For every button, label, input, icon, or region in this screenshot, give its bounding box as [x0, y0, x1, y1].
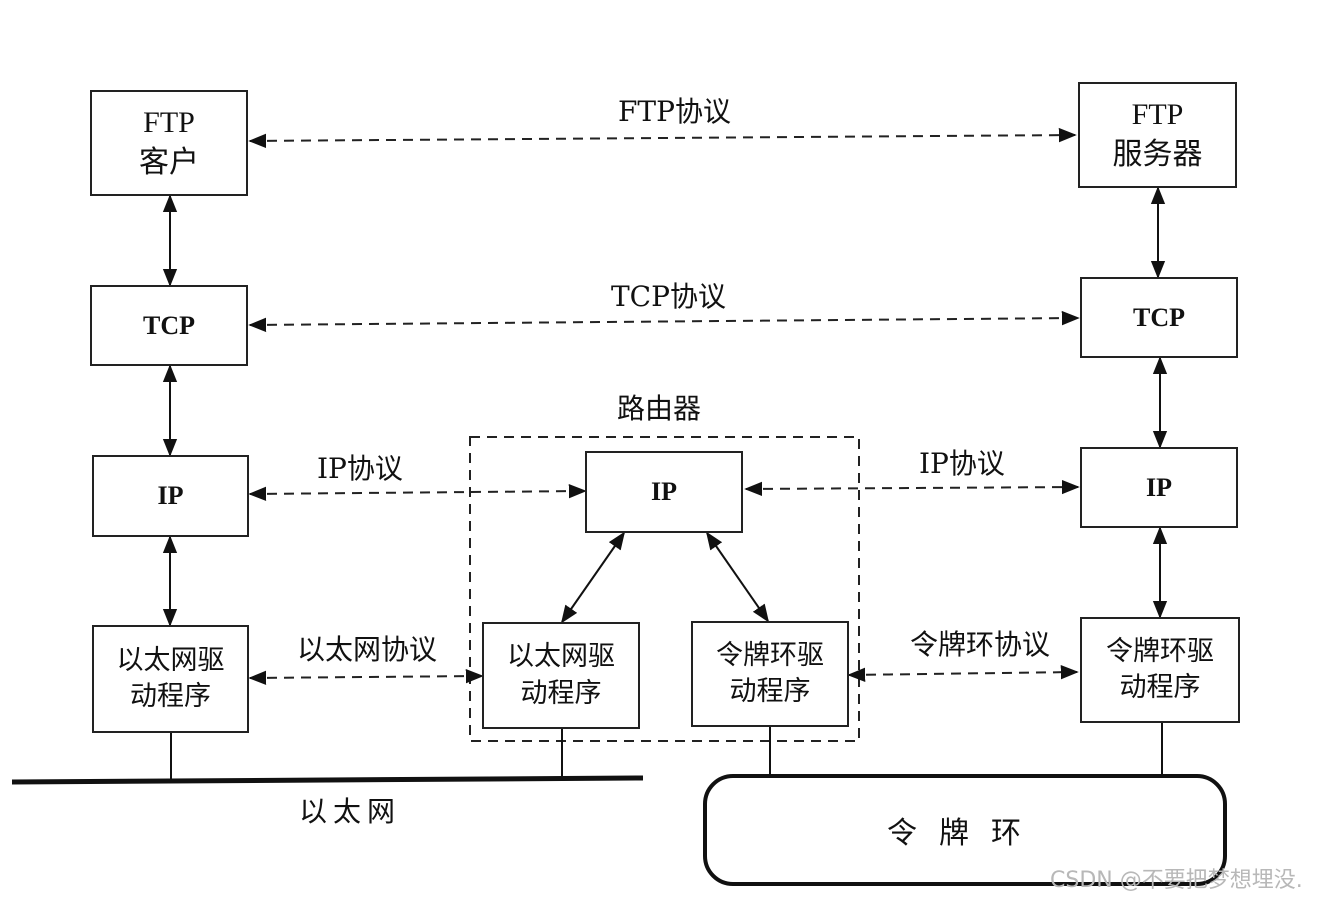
token-ring-protocol-arrow	[847, 665, 1079, 682]
ip-protocol-left-label: IP协议	[317, 452, 403, 485]
ethernet-protocol-label: 以太网协议	[297, 633, 438, 666]
server-ip-label: IP	[1146, 472, 1172, 502]
router-tr-driver-line2: 动程序	[729, 676, 811, 707]
ethernet-label: 以太网	[299, 795, 402, 828]
router-ip-tr-arrow	[705, 531, 770, 623]
client-eth-driver-line2: 动程序	[130, 681, 211, 712]
ip-protocol-left-arrow	[248, 483, 587, 502]
router-ip-box: IP	[585, 451, 743, 533]
client-ip-label: IP	[157, 481, 184, 511]
ethernet-bus	[11, 775, 644, 785]
router-title: 路由器	[617, 392, 702, 425]
tcp-protocol-label: TCP协议	[611, 280, 726, 313]
server-token-ring-driver-box: 令牌环驱动程序	[1080, 617, 1240, 723]
ftp-protocol-arrow	[248, 127, 1077, 149]
router-ip-eth-arrow	[560, 531, 626, 624]
client-ftp-line1: FTP	[143, 105, 195, 139]
router-eth-driver-line2: 动程序	[520, 677, 602, 709]
csdn-watermark: CSDN @不要把梦想埋没.	[1050, 868, 1303, 893]
server-tr-driver-line2: 动程序	[1119, 672, 1201, 703]
token-ring-label: 令牌环	[887, 816, 1043, 851]
server-ip-box: IP	[1080, 447, 1238, 528]
token-ring-network: 令牌环	[703, 774, 1227, 886]
tcp-protocol-arrow	[248, 310, 1080, 333]
ftp-protocol-label: FTP协议	[618, 95, 731, 128]
client-ftp-box: FTP 客户	[90, 90, 248, 196]
ip-protocol-right-label: IP协议	[919, 447, 1005, 480]
client-tcp-label: TCP	[143, 310, 195, 340]
router-boundary	[469, 436, 860, 742]
server-tr-driver-line1: 令牌环驱	[1106, 635, 1214, 667]
ethernet-protocol-arrow	[248, 668, 484, 686]
router-eth-driver-line1: 以太网驱	[507, 641, 615, 673]
token-ring-protocol-label: 令牌环协议	[910, 628, 1051, 661]
client-ethernet-driver-box: 以太网驱动程序	[92, 625, 249, 733]
server-ftp-box: FTP 服务器	[1078, 82, 1237, 188]
server-tcp-label: TCP	[1133, 302, 1185, 332]
client-ftp-line2: 客户	[139, 145, 199, 180]
client-eth-driver-line1: 以太网驱	[116, 644, 225, 676]
client-ip-box: IP	[92, 455, 249, 537]
client-tcp-box: TCP	[90, 285, 248, 366]
router-token-ring-driver-box: 令牌环驱动程序	[691, 621, 849, 727]
router-tr-driver-line1: 令牌环驱	[716, 639, 824, 671]
server-ftp-line2: 服务器	[1112, 137, 1203, 172]
server-ftp-line1: FTP	[1131, 97, 1184, 131]
router-ethernet-driver-box: 以太网驱动程序	[482, 622, 640, 729]
server-tcp-box: TCP	[1080, 277, 1238, 358]
ip-protocol-right-arrow	[744, 479, 1080, 497]
router-ip-label: IP	[651, 477, 677, 507]
